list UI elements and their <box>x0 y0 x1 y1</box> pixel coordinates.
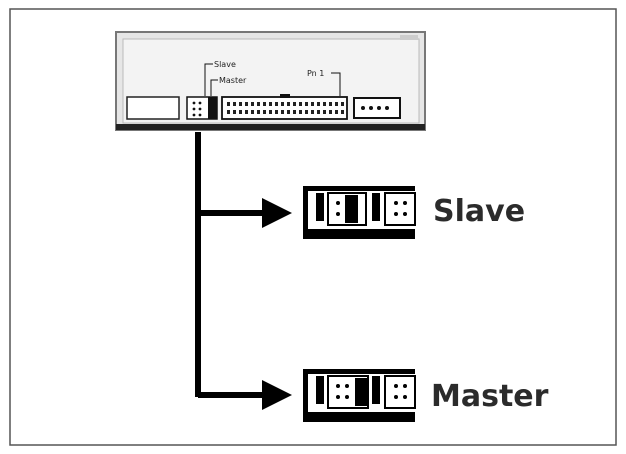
drive-bottom-edge <box>116 124 425 130</box>
drive-rear-panel: Slave Master Pn 1 <box>115 31 426 131</box>
ide-pin <box>257 102 260 106</box>
master-pin-label: Master <box>219 76 247 85</box>
master-label: Master <box>431 379 549 414</box>
ide-pin <box>335 102 338 106</box>
pin1-leader-line <box>331 72 341 96</box>
slave-arrow-icon <box>262 198 292 228</box>
ide-pin <box>239 110 242 114</box>
ide-pin <box>245 102 248 106</box>
ide-pin <box>269 102 272 106</box>
jumper-block <box>186 96 218 120</box>
jumper-cap-master <box>355 378 368 406</box>
ide-pin <box>323 110 326 114</box>
ide-pin <box>233 102 236 106</box>
ide-pin <box>245 110 248 114</box>
drive-corner-mark <box>400 35 418 40</box>
master-jumper-setting <box>303 369 416 422</box>
ide-pin <box>305 102 308 106</box>
ide-pin <box>299 102 302 106</box>
ide-pin <box>233 110 236 114</box>
ide-pin <box>251 110 254 114</box>
ide-pin <box>305 110 308 114</box>
ide-pin <box>311 110 314 114</box>
slave-label: Slave <box>433 194 525 229</box>
slave-leader-line <box>204 63 213 96</box>
pin1-label: Pn 1 <box>307 69 324 78</box>
slave-jumper-setting <box>303 186 416 239</box>
audio-connector <box>126 96 180 120</box>
ide-pin <box>293 110 296 114</box>
ide-pin <box>275 110 278 114</box>
ide-pin <box>263 110 266 114</box>
master-arrow-icon <box>262 380 292 410</box>
ide-pin <box>311 102 314 106</box>
ide-pin <box>329 110 332 114</box>
ide-pin <box>341 110 344 114</box>
ide-pin <box>263 102 266 106</box>
ide-pin <box>239 102 242 106</box>
ide-pin <box>287 102 290 106</box>
ide-connector <box>221 94 348 120</box>
power-connector <box>353 97 401 119</box>
ide-pin <box>287 110 290 114</box>
ide-pin <box>251 102 254 106</box>
ide-pin <box>329 102 332 106</box>
ide-pin <box>281 110 284 114</box>
ide-pin <box>269 110 272 114</box>
flow-lines <box>195 132 292 410</box>
ide-pin <box>323 102 326 106</box>
ide-pin <box>335 110 338 114</box>
ide-pin <box>275 102 278 106</box>
master-leader-line <box>210 79 218 96</box>
ide-pin <box>317 102 320 106</box>
ide-pin <box>227 110 230 114</box>
ide-pin <box>299 110 302 114</box>
ide-pin <box>293 102 296 106</box>
jumper-cap-slave <box>345 195 358 223</box>
ide-pin <box>257 110 260 114</box>
ide-pin <box>341 102 344 106</box>
ide-pin <box>281 102 284 106</box>
ide-pin <box>317 110 320 114</box>
ide-pin <box>227 102 230 106</box>
slave-pin-label: Slave <box>214 60 236 69</box>
